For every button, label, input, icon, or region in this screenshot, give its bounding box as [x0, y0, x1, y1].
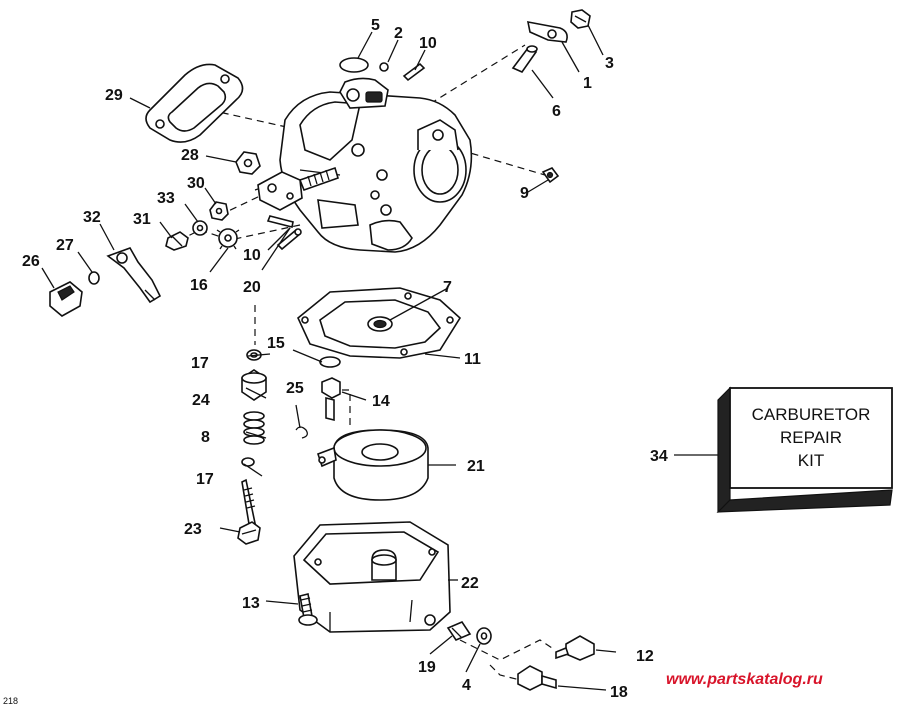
callout-2: 2: [394, 25, 403, 42]
callout-25: 25: [286, 380, 304, 397]
kit-label-line-2: REPAIR: [780, 428, 842, 447]
part-27-clip: [88, 271, 100, 285]
part-15-washer: [319, 356, 341, 368]
callout-24: 24: [192, 392, 210, 409]
throttle-lever-plate: [257, 171, 303, 211]
callout-27: 27: [56, 237, 74, 254]
part-28-nut: [235, 151, 261, 175]
callout-15: 15: [267, 335, 285, 352]
part-2-ball: [379, 62, 389, 72]
callout-1: 1: [583, 75, 592, 92]
part-4-washer: [476, 627, 492, 645]
part-25-clip: [295, 426, 308, 439]
callout-26: 26: [22, 253, 40, 270]
callout-7: 7: [443, 279, 452, 296]
carburetor-body: [279, 77, 473, 253]
part-22-float-bowl: [293, 521, 451, 633]
part-33-washer: [192, 220, 208, 236]
callout-23: 23: [184, 521, 202, 538]
callout-21: 21: [467, 458, 485, 475]
callout-29: 29: [105, 87, 123, 104]
part-8-spring: [243, 411, 265, 445]
callout-28: 28: [181, 147, 199, 164]
leader-lines: [41, 24, 718, 691]
part-6-pin: [511, 45, 538, 73]
part-30-nut: [209, 201, 229, 221]
watermark-link[interactable]: www.partskatalog.ru: [666, 671, 823, 688]
part-14-needle-seat: [321, 377, 341, 422]
part-24-packing-nut: [241, 369, 267, 401]
callout-5: 5: [371, 17, 380, 34]
callout-6: 6: [552, 103, 561, 120]
part-23-needle: [237, 478, 261, 545]
callout-16: 16: [190, 277, 208, 294]
callout-4: 4: [462, 677, 471, 694]
callout-32: 32: [83, 209, 101, 226]
callout-20: 20: [243, 279, 261, 296]
callout-14: 14: [372, 393, 390, 410]
callout-33: 33: [157, 190, 175, 207]
part-3-screw: [570, 9, 591, 29]
callout-31: 31: [133, 211, 151, 228]
callout-3: 3: [605, 55, 614, 72]
callout-11: 11: [464, 351, 481, 368]
callout-8: 8: [201, 429, 210, 446]
callout-22: 22: [461, 575, 479, 592]
part-13-screw: [298, 593, 318, 626]
part-1-bracket: [526, 20, 568, 43]
part-10-pin-left: [266, 215, 294, 228]
part-26-cap: [49, 281, 83, 317]
callout-10-top: 10: [419, 35, 437, 52]
part-32-lever: [106, 247, 162, 304]
figure-reference: 218: [3, 696, 18, 706]
part-16-star-washer: [216, 228, 240, 250]
part-10-pin-top: [402, 62, 426, 82]
kit-label-line-1: CARBURETOR: [752, 405, 871, 424]
kit-label-line-3: KIT: [798, 451, 824, 470]
part-5-plug: [339, 57, 369, 73]
part-12-plug: [555, 635, 595, 661]
part-7-seal: [367, 316, 393, 332]
throttle-shaft-spring: [298, 166, 339, 192]
callout-numbers: 1 2 3 4 5 6 7 8 9 10 10 11 12 13 14 15 1…: [22, 17, 668, 701]
callout-13: 13: [242, 595, 260, 612]
callout-12: 12: [636, 648, 654, 665]
part-18-fitting: [517, 665, 557, 691]
part-29-flange-gasket: [145, 63, 244, 143]
callout-18: 18: [610, 684, 628, 701]
part-17-oring-lower: [241, 457, 255, 467]
callout-17-upper: 17: [191, 355, 209, 372]
part-9-fitting: [541, 167, 560, 184]
part-19-plug: [446, 621, 472, 641]
repair-kit-box: CARBURETOR REPAIR KIT: [716, 386, 893, 513]
callout-9: 9: [520, 185, 529, 202]
callout-30: 30: [187, 175, 205, 192]
callout-10-left: 10: [243, 247, 261, 264]
callout-17-lower: 17: [196, 471, 214, 488]
part-21-float: [316, 429, 429, 501]
callout-19: 19: [418, 659, 436, 676]
callout-34: 34: [650, 448, 668, 465]
part-20-screw: [276, 228, 302, 251]
